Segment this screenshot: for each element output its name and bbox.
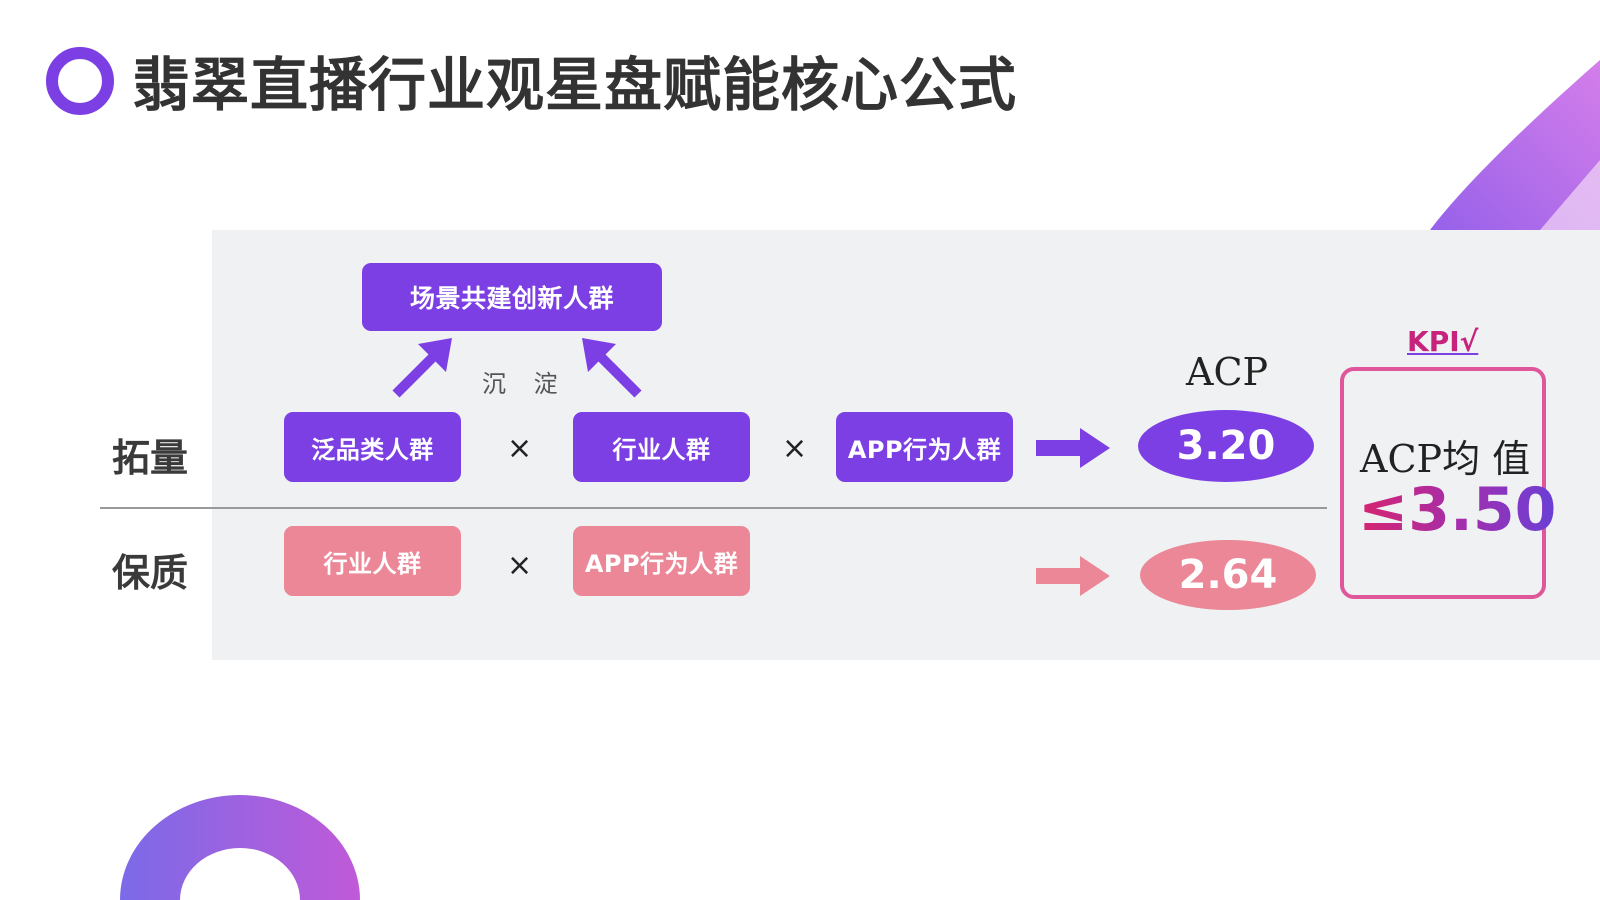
arrow-right-icon: [1036, 428, 1110, 468]
kpi-box: [1340, 367, 1546, 599]
row-divider: [100, 507, 1327, 509]
innovation-group-box: 场景共建创新人群: [362, 263, 662, 331]
row-label-quality: 保质: [112, 550, 189, 595]
kpi-text: ACP均 值: [1360, 437, 1531, 481]
arrow-right-icon: [1036, 556, 1110, 596]
title-ring-icon: [46, 47, 114, 115]
app-behavior-group-box: APP行为人群: [836, 412, 1013, 482]
acp-header: ACP: [1186, 350, 1269, 394]
arrow-up-right-icon: [392, 338, 452, 398]
multiply-sign: ×: [507, 431, 533, 466]
row-label-expand: 拓量: [112, 435, 189, 480]
decorative-gradient-arc: [120, 795, 360, 900]
arrow-up-left-icon: [582, 338, 642, 398]
kpi-label: KPI√: [1407, 325, 1479, 358]
multiply-sign: ×: [782, 431, 808, 466]
app-behavior-group-box-quality: APP行为人群: [573, 526, 750, 596]
deposit-label: 沉 淀: [482, 370, 568, 398]
page-title: 翡翠直播行业观星盘赋能核心公式: [132, 51, 1018, 119]
acp-value-expand: 3.20: [1138, 410, 1314, 482]
kpi-value: ≤3.50: [1358, 475, 1557, 545]
acp-value-quality: 2.64: [1140, 540, 1316, 610]
multiply-sign: ×: [507, 548, 533, 583]
industry-group-box-quality: 行业人群: [284, 526, 461, 596]
general-category-group-box: 泛品类人群: [284, 412, 461, 482]
decorative-gradient-corner: [1430, 60, 1600, 230]
industry-group-box: 行业人群: [573, 412, 750, 482]
